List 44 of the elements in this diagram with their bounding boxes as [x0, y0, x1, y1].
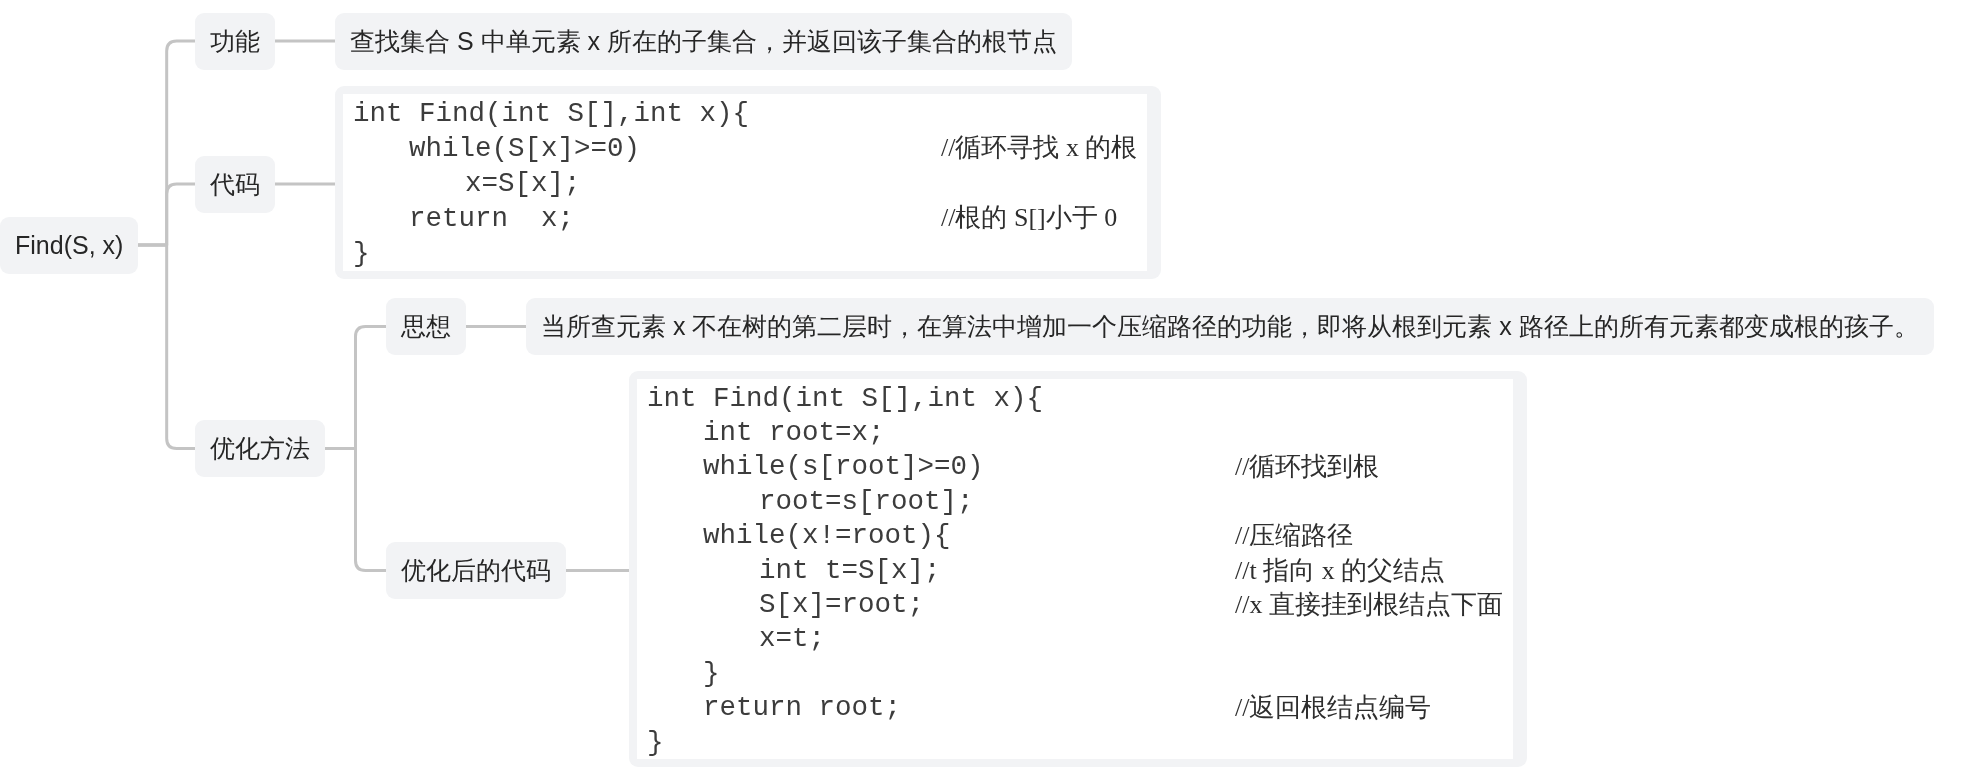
- code-line: return x;: [409, 201, 575, 235]
- topic-node: [195, 420, 325, 477]
- topic-text: 优化方法: [210, 433, 310, 464]
- code-line: int Find(int S[],int x){: [353, 96, 750, 130]
- code-line: int t=S[x];: [759, 553, 941, 587]
- topic-node: [335, 12, 1072, 70]
- topic-text: 功能: [210, 25, 260, 57]
- topic-node: [386, 542, 566, 599]
- topic-text: Find(S, x): [15, 229, 124, 261]
- code-comment: //t 指向 x 的父结点: [1235, 554, 1446, 586]
- connector-line: [273, 39, 337, 43]
- code-comment: //循环寻找 x 的根: [941, 132, 1138, 164]
- code-line: while(S[x]>=0): [409, 131, 641, 165]
- connector-line: [323, 447, 388, 572]
- code-comment: //x 直接挂到根结点下面: [1235, 588, 1503, 621]
- topic-text: 优化后的代码: [401, 555, 551, 586]
- topic-node: [386, 298, 466, 355]
- topic-text: 当所查元素 x 不在树的第二层时，在算法中增加一个压缩路径的功能，即将从根到元素 x 路径上的所有元素都变成根的孩子。: [541, 311, 1919, 342]
- connector-line: [464, 325, 528, 328]
- code-comment: //压缩路径: [1235, 520, 1354, 552]
- topic-text: 思想: [401, 311, 451, 342]
- code-line: int Find(int S[],int x){: [647, 381, 1044, 415]
- topic-node: [195, 12, 275, 70]
- topic-node: [526, 298, 1934, 355]
- code-line: x=S[x];: [465, 166, 581, 200]
- code-line: return root;: [703, 691, 902, 725]
- topic-node: [0, 216, 139, 274]
- code-line: int root=x;: [703, 416, 885, 450]
- code-comment: //根的 S[]小于 0: [941, 202, 1118, 234]
- code-line: S[x]=root;: [759, 588, 925, 622]
- connector-line: [273, 182, 337, 186]
- code-line: x=t;: [759, 622, 825, 656]
- code-comment: //返回根结点编号: [1235, 692, 1432, 724]
- code-line: while(x!=root){: [703, 519, 951, 553]
- code-line: root=s[root];: [759, 484, 974, 518]
- code-comment: //循环找到根: [1235, 451, 1380, 483]
- topic-node: [195, 155, 275, 213]
- topic-text: 查找集合 S 中单元素 x 所在的子集合，并返回该子集合的根节点: [350, 25, 1057, 57]
- topic-text: 代码: [210, 168, 260, 200]
- code-line: while(s[root]>=0): [703, 450, 984, 484]
- code-line: }: [647, 725, 664, 759]
- code-line: }: [703, 656, 720, 690]
- code-line: }: [353, 236, 370, 270]
- connector-line: [564, 569, 631, 572]
